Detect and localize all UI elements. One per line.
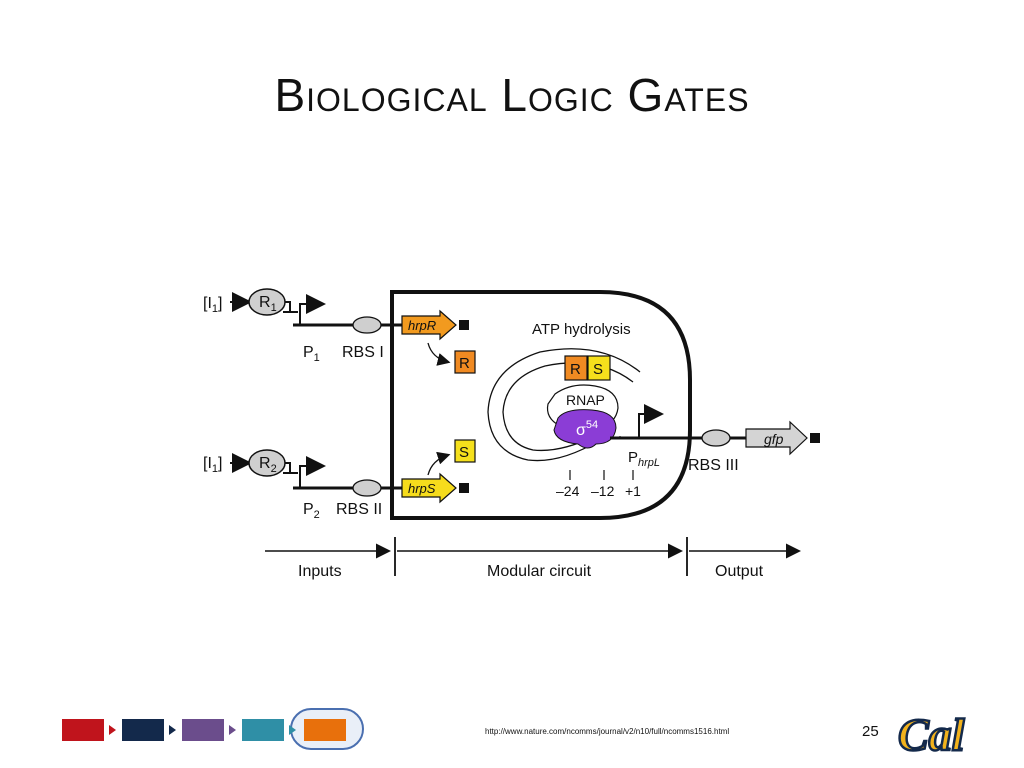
svg-text:Cal: Cal (898, 709, 965, 760)
nav-box-2[interactable] (122, 719, 164, 741)
input2-signal: [I1] (203, 455, 222, 475)
section-modular-circuit: Modular circuit (487, 563, 592, 580)
slide-title: Biological Logic Gates (274, 69, 750, 121)
position-minus24: –24 (556, 483, 580, 499)
nav-box-5[interactable] (304, 719, 346, 741)
rbs-1-label: RBS I (342, 344, 384, 361)
complex-s (587, 355, 611, 381)
input-1: [I1] R1 P1 RBS I hrpR R (203, 288, 476, 374)
promoter-p2-arrow (299, 456, 326, 488)
svg-text:hrpR: hrpR (408, 318, 436, 333)
section-inputs: Inputs (298, 563, 342, 580)
svg-text:R: R (570, 361, 581, 378)
svg-text:R1: R1 (259, 294, 277, 314)
circuit-housing (390, 290, 692, 520)
atp-hydrolysis-label: ATP hydrolysis (532, 321, 631, 338)
svg-text:σ54: σ54 (576, 419, 598, 439)
rnap-complex: ATP hydrolysis R S RNAP σ54 PhrpL –24 –1… (487, 321, 702, 499)
protein-s (454, 439, 476, 463)
rbs-3-label: RBS III (688, 457, 739, 474)
svg-text:R2: R2 (259, 455, 277, 475)
input1-signal: [I1] (203, 295, 222, 315)
svg-text:R: R (459, 355, 470, 372)
gene-hrpr (401, 309, 457, 341)
nav-box-3[interactable] (182, 719, 224, 741)
nav-box-4[interactable] (242, 719, 284, 741)
section-output: Output (715, 563, 764, 580)
complex-r (564, 355, 588, 381)
rbs-2 (352, 479, 382, 497)
svg-text:S: S (593, 361, 603, 378)
rbs-3 (701, 429, 731, 447)
dna-loop-outer (487, 348, 641, 462)
output: RBS III gfp (688, 420, 820, 474)
position-minus12: –12 (591, 483, 615, 499)
nav-arrow-icon (289, 725, 296, 735)
promoter-p1-arrow (299, 294, 326, 325)
nav-strip (56, 708, 376, 752)
nav-arrow-icon (229, 725, 236, 735)
nav-box-1[interactable] (62, 719, 104, 741)
nav-arrow-icon (109, 725, 116, 735)
terminator-3 (810, 433, 820, 443)
svg-text:P1: P1 (303, 344, 320, 364)
cal-logo-icon: Cal (897, 708, 966, 762)
source-url[interactable]: http://www.nature.com/ncomms/journal/v2/… (485, 727, 730, 736)
terminator-1 (459, 320, 469, 330)
svg-text:hrpS: hrpS (408, 481, 436, 496)
terminator-2 (459, 483, 469, 493)
rbs-2-label: RBS II (336, 501, 382, 518)
svg-text:S: S (459, 444, 469, 461)
svg-text:gfp: gfp (764, 431, 784, 447)
sigma-54 (553, 409, 617, 449)
page-number: 25 (862, 723, 879, 740)
svg-text:PhrpL: PhrpL (628, 449, 660, 469)
input-2: [I1] R2 P2 RBS II hrpS S (203, 439, 476, 521)
rnap-label: RNAP (566, 392, 605, 408)
gene-gfp (745, 420, 808, 456)
rbs-1 (352, 316, 382, 334)
protein-r (454, 350, 476, 374)
gene-hrps (401, 472, 457, 504)
promoter-hrpl-arrow (638, 404, 664, 438)
position-plus1: +1 (625, 483, 641, 499)
section-bar: Inputs Modular circuit Output (265, 537, 801, 580)
nav-arrow-icon (169, 725, 176, 735)
svg-text:P2: P2 (303, 501, 320, 521)
